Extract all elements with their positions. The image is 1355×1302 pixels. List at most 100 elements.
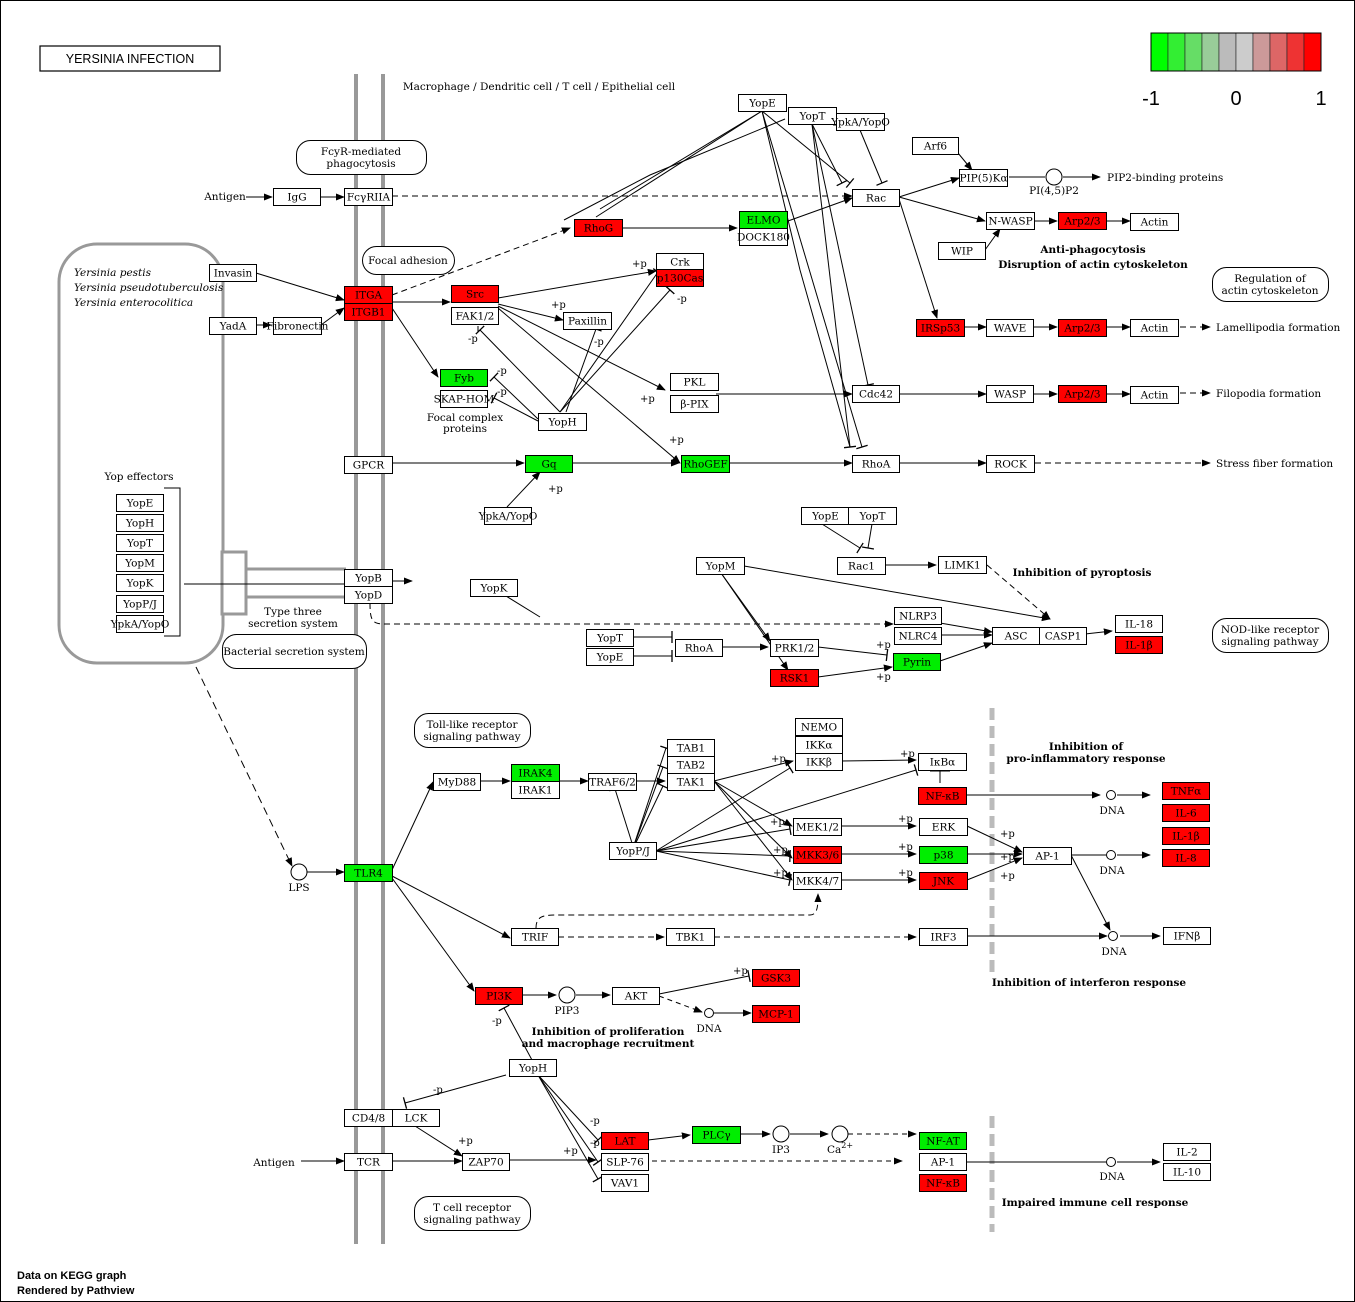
bacterium bbox=[57, 242, 346, 665]
gene-il8: IL-8 bbox=[1162, 849, 1210, 867]
gene-mkk36: MKK3/6 bbox=[793, 846, 842, 864]
gene-label: IRSp53 bbox=[921, 323, 960, 335]
gene-label: PLCγ bbox=[702, 1130, 730, 1142]
gene-wip: WIP bbox=[938, 242, 986, 260]
gene-label: LIMK1 bbox=[944, 560, 980, 572]
pathway-label[interactable]: signaling pathway bbox=[1221, 636, 1318, 648]
gene-actin2: Actin bbox=[1130, 319, 1179, 337]
gene-label: TCR bbox=[357, 1157, 381, 1169]
gene-tlr4: TLR4 bbox=[344, 864, 393, 882]
gene-label: YopT bbox=[596, 633, 623, 645]
gene-irsp53: IRSp53 bbox=[916, 319, 965, 337]
pathway-label[interactable]: NOD-like receptor bbox=[1221, 624, 1320, 636]
pathway-label[interactable]: actin cytoskeleton bbox=[1221, 285, 1318, 297]
pathway-label[interactable]: FcyR-mediated bbox=[321, 146, 401, 158]
gene-label: VAV1 bbox=[610, 1178, 639, 1190]
pathway-label[interactable]: Toll-like receptor bbox=[426, 719, 518, 731]
gene-asc: ASC bbox=[992, 627, 1040, 645]
sign-s2: -p bbox=[677, 294, 687, 305]
gene-label: ITGB1 bbox=[352, 307, 386, 319]
gene-wasp: WASP bbox=[986, 385, 1034, 403]
gene-label: Actin bbox=[1140, 390, 1169, 402]
gene-label: YopH bbox=[547, 417, 576, 429]
dna-label-4: DNA bbox=[696, 1023, 722, 1035]
pathway-label[interactable]: Regulation of bbox=[1234, 273, 1307, 285]
sign-s10: +p bbox=[548, 484, 563, 495]
pathway-label[interactable]: Focal adhesion bbox=[368, 255, 448, 267]
sign-s7: -p bbox=[594, 337, 604, 348]
sign-s25: -p bbox=[492, 1016, 502, 1027]
ip3-compound bbox=[772, 1125, 790, 1143]
gene-label: p130Cas bbox=[657, 273, 703, 285]
gene-label: Crk bbox=[670, 257, 690, 269]
gene-label: Arf6 bbox=[923, 141, 947, 153]
inh-prolif-label-2: and macrophage recruitment bbox=[522, 1038, 695, 1050]
gene-label: WASP bbox=[994, 389, 1026, 401]
legend-cell bbox=[1167, 32, 1186, 72]
pip3-label: PIP3 bbox=[555, 1005, 580, 1017]
gene-p38: p38 bbox=[919, 846, 968, 864]
gene-tnfa: TNFα bbox=[1162, 782, 1210, 800]
gene-ye_ypka: YpkA/YopO bbox=[110, 615, 170, 633]
gene-label: ZAP70 bbox=[468, 1157, 503, 1169]
gene-tab1: TAB1 bbox=[667, 739, 715, 757]
gene-nlrc4: NLRC4 bbox=[894, 627, 942, 645]
gene-ye_yopm: YopM bbox=[116, 554, 164, 572]
gene-label: ASC bbox=[1004, 631, 1028, 643]
gene-label: RhoA bbox=[685, 643, 714, 655]
gene-yope_m: YopE bbox=[586, 648, 634, 666]
gene-label: RhoA bbox=[862, 459, 891, 471]
gene-gsk3: GSK3 bbox=[752, 969, 800, 987]
gene-pkl: PKL bbox=[670, 373, 719, 391]
pathway-focal[interactable]: Focal adhesion bbox=[362, 246, 455, 275]
gene-label: WAVE bbox=[994, 323, 1027, 335]
gene-p130cas: p130Cas bbox=[656, 269, 704, 287]
legend-cell bbox=[1184, 32, 1203, 72]
pathway-bss[interactable]: Bacterial secretion system bbox=[222, 634, 367, 669]
gene-ye_yoppj: YopP/J bbox=[116, 595, 164, 613]
gene-ikkb: IKKβ bbox=[795, 753, 843, 771]
gene-nfkb2: NF-κB bbox=[919, 1174, 967, 1192]
sign-s14: +p bbox=[900, 749, 915, 760]
gene-label: AKT bbox=[624, 991, 647, 1003]
dna-label-1: DNA bbox=[1099, 805, 1125, 817]
gene-label: IL-1β bbox=[1172, 831, 1199, 843]
pathway-label[interactable]: Bacterial secretion system bbox=[223, 646, 364, 658]
gene-label: NF-κB bbox=[926, 1178, 960, 1190]
gene-jnk: JNK bbox=[919, 872, 968, 890]
gene-rhoa2: RhoA bbox=[675, 639, 723, 657]
gene-crk: Crk bbox=[656, 253, 704, 271]
gene-il6: IL-6 bbox=[1162, 804, 1210, 822]
legend-tick: 0 bbox=[1230, 88, 1241, 110]
gene-ap1a: AP-1 bbox=[1023, 847, 1072, 865]
anti-phago-label-1: Anti-phagocytosis bbox=[1039, 244, 1145, 256]
gene-ye_yopt: YopT bbox=[116, 534, 164, 552]
gene-label: MKK4/7 bbox=[796, 876, 839, 888]
sign-s9: +p bbox=[669, 435, 684, 446]
gene-label: Arp2/3 bbox=[1063, 216, 1100, 228]
pathway-label[interactable]: signaling pathway bbox=[423, 731, 520, 743]
gene-yoph1: YopH bbox=[538, 413, 587, 431]
gene-label: LAT bbox=[615, 1136, 636, 1148]
gene-label: YopM bbox=[705, 561, 736, 573]
gene-arf6: Arf6 bbox=[912, 137, 959, 155]
gene-label: YopB bbox=[354, 573, 382, 585]
pathway-label[interactable]: phagocytosis bbox=[326, 158, 395, 170]
pathway-label[interactable]: signaling pathway bbox=[423, 1214, 520, 1226]
gene-label: TAK1 bbox=[677, 777, 706, 789]
sign-s1: +p bbox=[632, 259, 647, 270]
gene-tcr: TCR bbox=[344, 1153, 393, 1171]
pathway-label[interactable]: T cell receptor bbox=[433, 1202, 512, 1214]
gene-label: Fibronectin bbox=[267, 321, 329, 333]
gene-cdc42: Cdc42 bbox=[852, 385, 900, 403]
gene-yope_r: YopE bbox=[801, 507, 850, 525]
gene-src: Src bbox=[451, 285, 499, 303]
gene-nwasp: N-WASP bbox=[986, 212, 1035, 230]
gene-yopk: YopK bbox=[470, 579, 518, 597]
